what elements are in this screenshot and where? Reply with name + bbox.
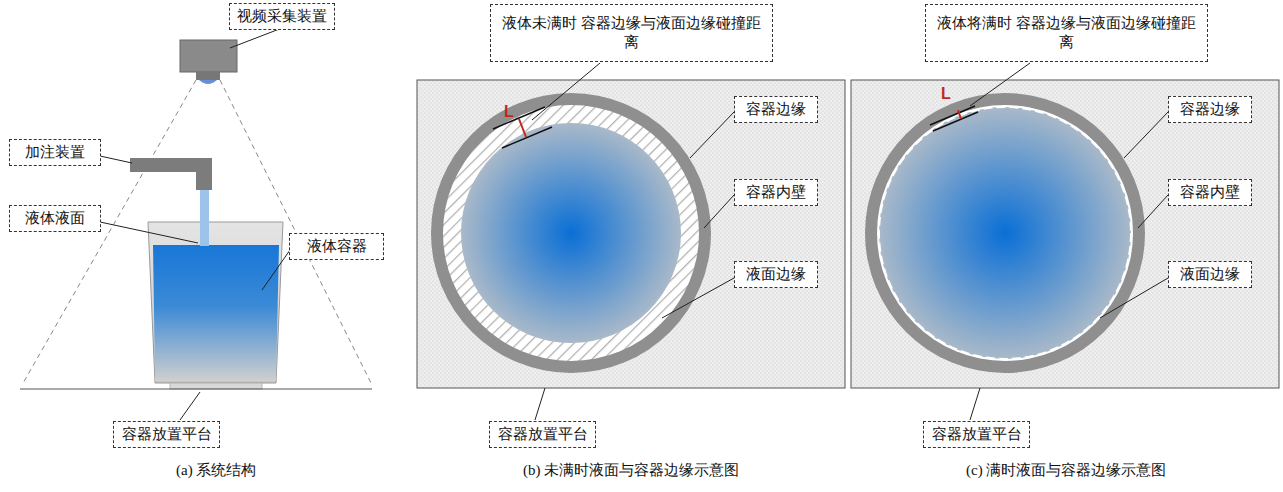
label-box: 加注装置 (9, 139, 101, 166)
label-box: 液体容器 (289, 233, 384, 260)
label-text: 液面边缘 (1180, 265, 1240, 284)
caption: (a) 系统结构 (176, 461, 256, 480)
not-full-top-view (417, 63, 845, 420)
label-box: 容器边缘 (734, 96, 818, 123)
full-top-view (851, 63, 1279, 420)
label-text: 容器放置平台 (498, 425, 588, 444)
label-box: 液体液面 (9, 205, 101, 232)
label-box: 容器放置平台 (923, 421, 1030, 448)
label-box: 容器边缘 (1168, 96, 1252, 123)
caption: (b) 未满时液面与容器边缘示意图 (523, 461, 739, 480)
label-text: 容器边缘 (1180, 100, 1240, 119)
label-box: 液体将满时 容器边缘与液面边缘碰撞距离 (925, 4, 1208, 62)
label-text: 容器内壁 (746, 183, 806, 202)
label-text: 液体液面 (25, 209, 85, 228)
label-text: 液体未满时 容器边缘与液面边缘碰撞距离 (498, 14, 765, 52)
label-box: 容器内壁 (734, 179, 818, 206)
label-text: 容器边缘 (746, 100, 806, 119)
label-box: 容器放置平台 (113, 421, 220, 448)
caption: (c) 满时液面与容器边缘示意图 (966, 461, 1166, 480)
label-box: 容器放置平台 (489, 421, 596, 448)
label-box: 液面边缘 (1168, 261, 1252, 288)
label-text: 液体将满时 容器边缘与液面边缘碰撞距离 (933, 14, 1200, 52)
label-text: 视频采集装置 (237, 7, 327, 26)
label-text: 液体容器 (307, 237, 367, 256)
label-box: 容器内壁 (1168, 179, 1252, 206)
label-text: 容器内壁 (1180, 183, 1240, 202)
label-text: 液面边缘 (746, 265, 806, 284)
length-mark: L (941, 85, 951, 103)
label-box: 液面边缘 (734, 261, 818, 288)
label-box: 视频采集装置 (229, 3, 335, 30)
length-mark: L (504, 103, 514, 121)
label-box: 液体未满时 容器边缘与液面边缘碰撞距离 (490, 4, 773, 62)
system-structure (20, 28, 372, 420)
label-text: 容器放置平台 (932, 425, 1022, 444)
label-text: 加注装置 (25, 143, 85, 162)
label-text: 容器放置平台 (122, 425, 212, 444)
